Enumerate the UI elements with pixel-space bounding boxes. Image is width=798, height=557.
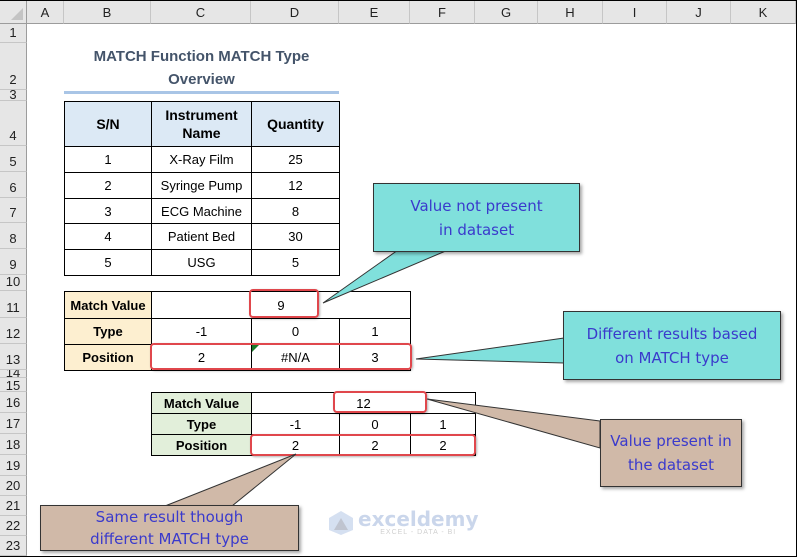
column-header-g[interactable]: G bbox=[475, 1, 538, 24]
column-header-e[interactable]: E bbox=[339, 1, 410, 24]
match-value-label[interactable]: Match Value bbox=[64, 291, 152, 319]
column-header-a[interactable]: A bbox=[27, 1, 64, 24]
cell-instrument[interactable]: X-Ray Film bbox=[151, 146, 252, 173]
title-line-2: Overview bbox=[168, 71, 235, 88]
highlight-positions-2 bbox=[250, 434, 476, 456]
highlight-match-value-2 bbox=[333, 391, 427, 413]
column-header-k[interactable]: K bbox=[731, 1, 796, 24]
row-header-5[interactable]: 5 bbox=[0, 146, 27, 172]
row-header-20[interactable]: 20 bbox=[0, 476, 27, 496]
position-cell-error[interactable]: #N/A bbox=[251, 344, 340, 371]
column-header-c[interactable]: C bbox=[151, 1, 251, 24]
table-row: 2 Syringe Pump 12 bbox=[64, 172, 340, 199]
cell-instrument[interactable]: Syringe Pump bbox=[151, 172, 252, 199]
callout-same-result[interactable]: Same result though different MATCH type bbox=[40, 505, 299, 551]
type-cell[interactable]: 0 bbox=[251, 318, 340, 345]
cell-sn[interactable]: 2 bbox=[64, 172, 152, 199]
row-header-13[interactable]: 13 bbox=[0, 344, 27, 370]
position-cell[interactable]: 3 bbox=[339, 344, 411, 371]
exceldemy-watermark: exceldemy EXCEL - DATA - BI bbox=[328, 509, 479, 536]
row-header-9[interactable]: 9 bbox=[0, 249, 27, 275]
header-sn[interactable]: S/N bbox=[64, 101, 152, 147]
title-underline bbox=[64, 91, 339, 94]
watermark-name: exceldemy bbox=[358, 507, 479, 531]
position-label[interactable]: Position bbox=[151, 434, 252, 456]
header-instrument-name[interactable]: Instrument Name bbox=[151, 101, 252, 147]
row-header-22[interactable]: 22 bbox=[0, 516, 27, 536]
row-header-1[interactable]: 1 bbox=[0, 24, 27, 43]
column-header-i[interactable]: I bbox=[603, 1, 667, 24]
row-header-6[interactable]: 6 bbox=[0, 172, 27, 198]
row-header-11[interactable]: 11 bbox=[0, 291, 27, 318]
cell-instrument[interactable]: Patient Bed bbox=[151, 223, 252, 250]
table-row: 5 USG 5 bbox=[64, 249, 340, 276]
row-header-14[interactable]: 14 bbox=[0, 370, 27, 378]
row-header-2[interactable]: 2 bbox=[0, 43, 27, 90]
row-header-10[interactable]: 10 bbox=[0, 275, 27, 291]
column-header-h[interactable]: H bbox=[538, 1, 603, 24]
row-header-4[interactable]: 4 bbox=[0, 101, 27, 146]
select-all-button[interactable] bbox=[0, 1, 27, 24]
row-header-8[interactable]: 8 bbox=[0, 223, 27, 249]
callout-text: on MATCH type bbox=[615, 348, 729, 367]
select-all-icon bbox=[11, 8, 23, 20]
row-header-7[interactable]: 7 bbox=[0, 198, 27, 223]
row-header-21[interactable]: 21 bbox=[0, 496, 27, 516]
cell-instrument[interactable]: USG bbox=[151, 249, 252, 276]
row-header-18[interactable]: 18 bbox=[0, 434, 27, 455]
column-header-d[interactable]: D bbox=[251, 1, 339, 24]
table-row: 3 ECG Machine 8 bbox=[64, 198, 340, 224]
error-indicator-icon[interactable] bbox=[252, 345, 259, 352]
cell-sn[interactable]: 5 bbox=[64, 249, 152, 276]
table-row: 4 Patient Bed 30 bbox=[64, 223, 340, 250]
row-header-17[interactable]: 17 bbox=[0, 413, 27, 434]
row-header-3[interactable]: 3 bbox=[0, 90, 27, 101]
row-header-12[interactable]: 12 bbox=[0, 318, 27, 344]
dataset-table: S/N Instrument Name Quantity 1 X-Ray Fil… bbox=[64, 101, 340, 276]
position-cell[interactable]: 2 bbox=[151, 344, 252, 371]
position-label[interactable]: Position bbox=[64, 344, 152, 371]
callout-text: Same result though bbox=[95, 508, 244, 526]
highlight-match-value-1 bbox=[249, 289, 319, 318]
callout-text: different MATCH type bbox=[90, 530, 249, 548]
callout-text: in dataset bbox=[438, 220, 515, 239]
callout-different-results[interactable]: Different results based on MATCH type bbox=[563, 311, 781, 380]
column-header-f[interactable]: F bbox=[410, 1, 475, 24]
callout-value-not-present[interactable]: Value not present in dataset bbox=[373, 183, 580, 252]
title-line-1: MATCH Function MATCH Type bbox=[93, 48, 310, 65]
row-header-16[interactable]: 16 bbox=[0, 392, 27, 413]
callout-text: the dataset bbox=[627, 456, 715, 474]
sheet-title[interactable]: MATCH Function MATCH Type Overview bbox=[64, 45, 339, 91]
watermark-tagline: EXCEL - DATA - BI bbox=[380, 529, 457, 536]
callout-text: Value present in bbox=[610, 432, 732, 450]
callout-value-present[interactable]: Value present in the dataset bbox=[600, 419, 742, 487]
type-cell[interactable]: -1 bbox=[151, 318, 252, 345]
header-quantity[interactable]: Quantity bbox=[251, 101, 340, 147]
column-header-b[interactable]: B bbox=[64, 1, 151, 24]
match-value-cell[interactable]: 9 bbox=[151, 291, 411, 319]
cell-quantity[interactable]: 8 bbox=[251, 198, 340, 224]
column-header-j[interactable]: J bbox=[667, 1, 731, 24]
match-table-1: Match Value 9 Type -1 0 1 Position 2 #N/… bbox=[64, 291, 411, 371]
cell-quantity[interactable]: 5 bbox=[251, 249, 340, 276]
row-header-15[interactable]: 15 bbox=[0, 378, 27, 392]
exceldemy-logo-icon bbox=[329, 510, 353, 535]
cell-sn[interactable]: 3 bbox=[64, 198, 152, 224]
callout-text: Value not present bbox=[410, 196, 543, 215]
table-row: 1 X-Ray Film 25 bbox=[64, 146, 340, 173]
callout-text: Different results based bbox=[586, 324, 758, 343]
row-header-19[interactable]: 19 bbox=[0, 455, 27, 476]
cell-quantity[interactable]: 25 bbox=[251, 146, 340, 173]
cell-instrument[interactable]: ECG Machine bbox=[151, 198, 252, 224]
row-header-23[interactable]: 23 bbox=[0, 536, 27, 556]
highlight-positions-1 bbox=[150, 343, 412, 370]
